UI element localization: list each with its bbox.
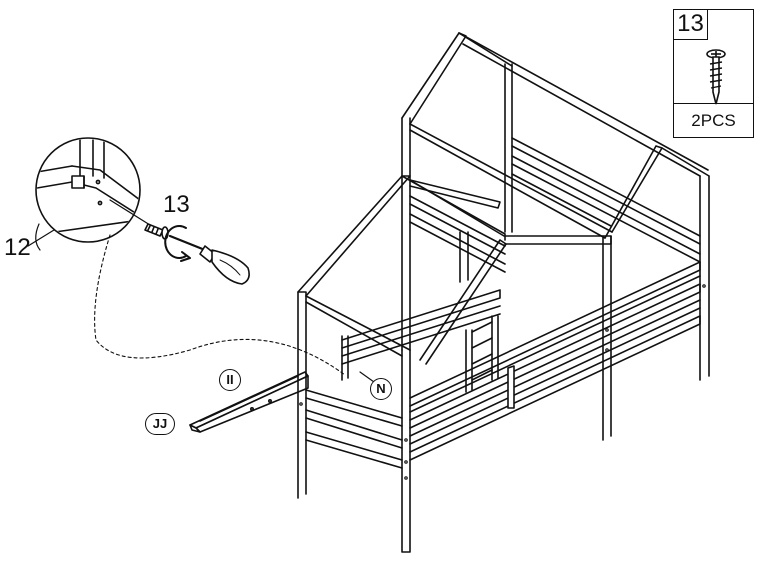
detail-screw: [109, 199, 169, 240]
label-n: N: [370, 378, 392, 400]
bed-frame: [297, 32, 710, 553]
label-jj: JJ: [145, 413, 175, 435]
part-callout-12: 12: [4, 234, 31, 261]
label-ii: II: [219, 369, 241, 391]
part-box: 13 2PCS: [673, 9, 754, 138]
screw-icon: [706, 49, 726, 105]
part-number: 13: [674, 10, 708, 40]
slide-part: [189, 371, 309, 433]
detail-magnifier: [35, 137, 141, 251]
screw-callout-13: 13: [163, 191, 190, 218]
clockwise-arrow-icon: [164, 225, 191, 262]
part-quantity: 2PCS: [674, 103, 753, 137]
screwdriver-icon: [168, 234, 250, 285]
